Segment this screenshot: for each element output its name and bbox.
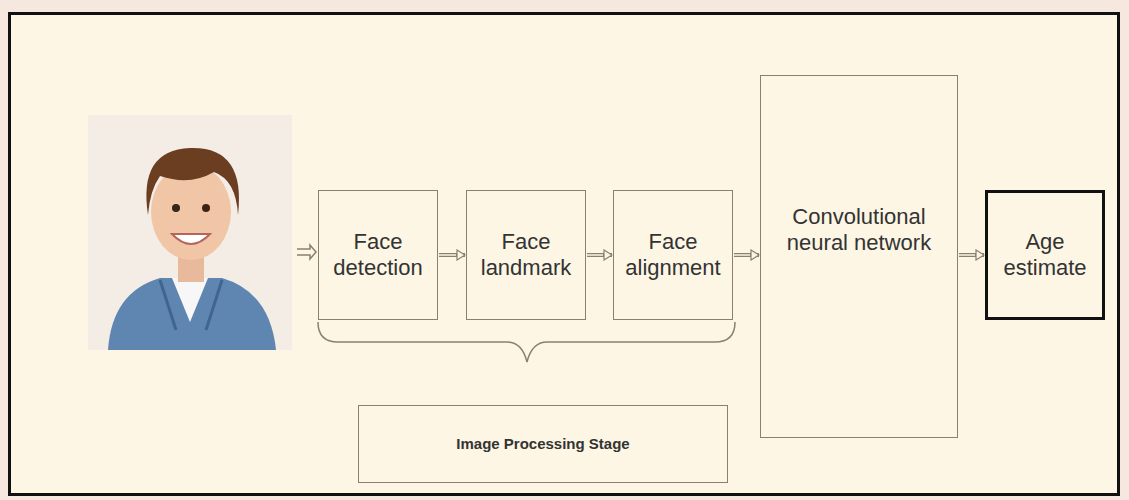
flow-arrow-core [439, 254, 456, 256]
box-text: Age estimate [994, 229, 1096, 282]
input-arrow [297, 245, 316, 259]
flow-arrow-core [587, 254, 603, 256]
flow-arrow [439, 253, 465, 257]
child-photo [88, 115, 292, 350]
box-text: Face alignment [622, 229, 724, 282]
box-text: Face landmark [475, 229, 577, 282]
group-brace [318, 322, 735, 362]
box-text: Image Processing Stage [456, 435, 629, 453]
flow-arrow [587, 253, 612, 257]
box-text: Face detection [327, 229, 429, 282]
stage-label-box: Image Processing Stage [358, 405, 728, 483]
output-box: Age estimate [985, 190, 1105, 320]
box-text: Convolutional neural network [769, 204, 949, 257]
process-box: Face alignment [613, 190, 733, 320]
flow-arrow [959, 253, 984, 257]
process-box: Face detection [318, 190, 438, 320]
flow-arrow [734, 253, 759, 257]
flow-arrow-core [734, 254, 750, 256]
flow-arrow-core [959, 254, 975, 256]
network-box: Convolutional neural network [760, 75, 958, 438]
process-box: Face landmark [466, 190, 586, 320]
